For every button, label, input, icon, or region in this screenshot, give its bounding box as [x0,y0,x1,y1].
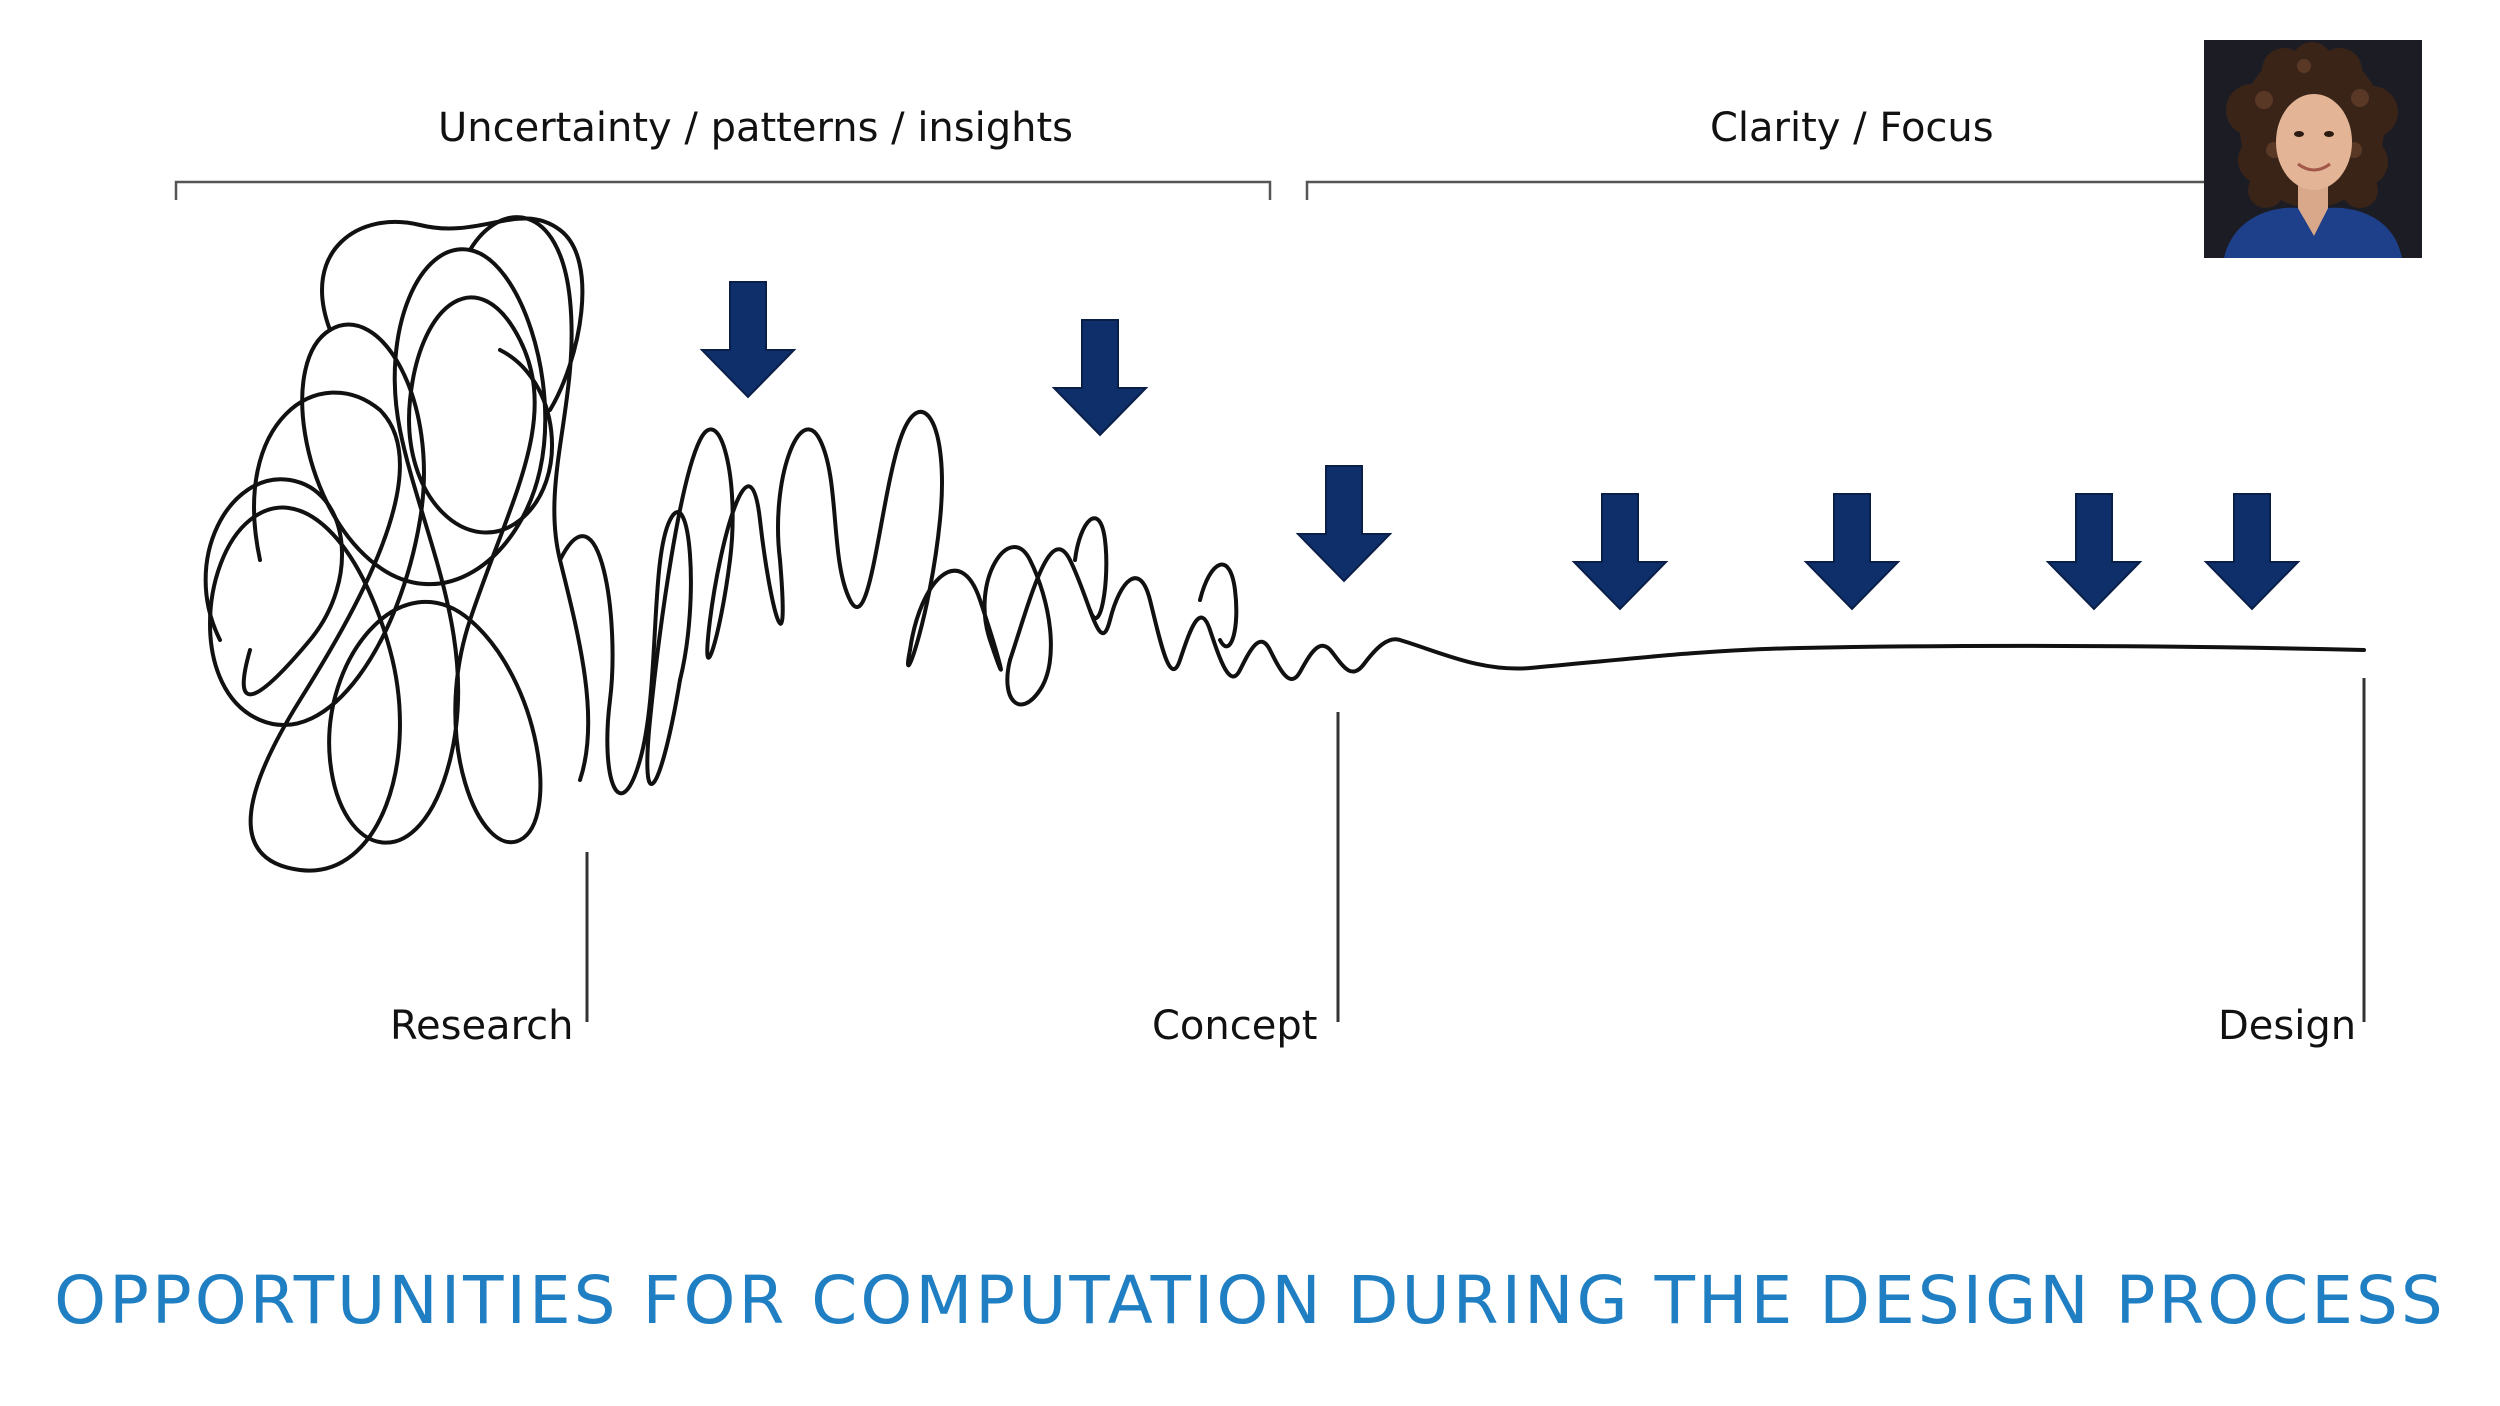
bracket-clarity [1305,180,2206,200]
process-scribble [203,215,2366,873]
bracket-uncertainty [174,180,1272,200]
down-arrow-icon [1297,465,1391,582]
down-arrow-icon [2047,493,2141,610]
stage-label-research: Research [390,1003,574,1049]
down-arrow-icon [1573,493,1667,610]
bracket-label-uncertainty: Uncertainty / patterns / insights [438,105,1073,151]
bracket-label-clarity: Clarity / Focus [1710,105,1994,151]
stage-label-concept: Concept [1152,1003,1318,1049]
down-arrow-icon [1053,319,1147,436]
down-arrow-icon [1805,493,1899,610]
down-arrow-icon [2205,493,2299,610]
slide-title: OPPORTUNITIES FOR COMPUTATION DURING THE… [54,1262,2446,1339]
speaker-photo [2204,40,2422,258]
down-arrow-icon [701,281,795,398]
stage-label-design: Design [2218,1003,2357,1049]
